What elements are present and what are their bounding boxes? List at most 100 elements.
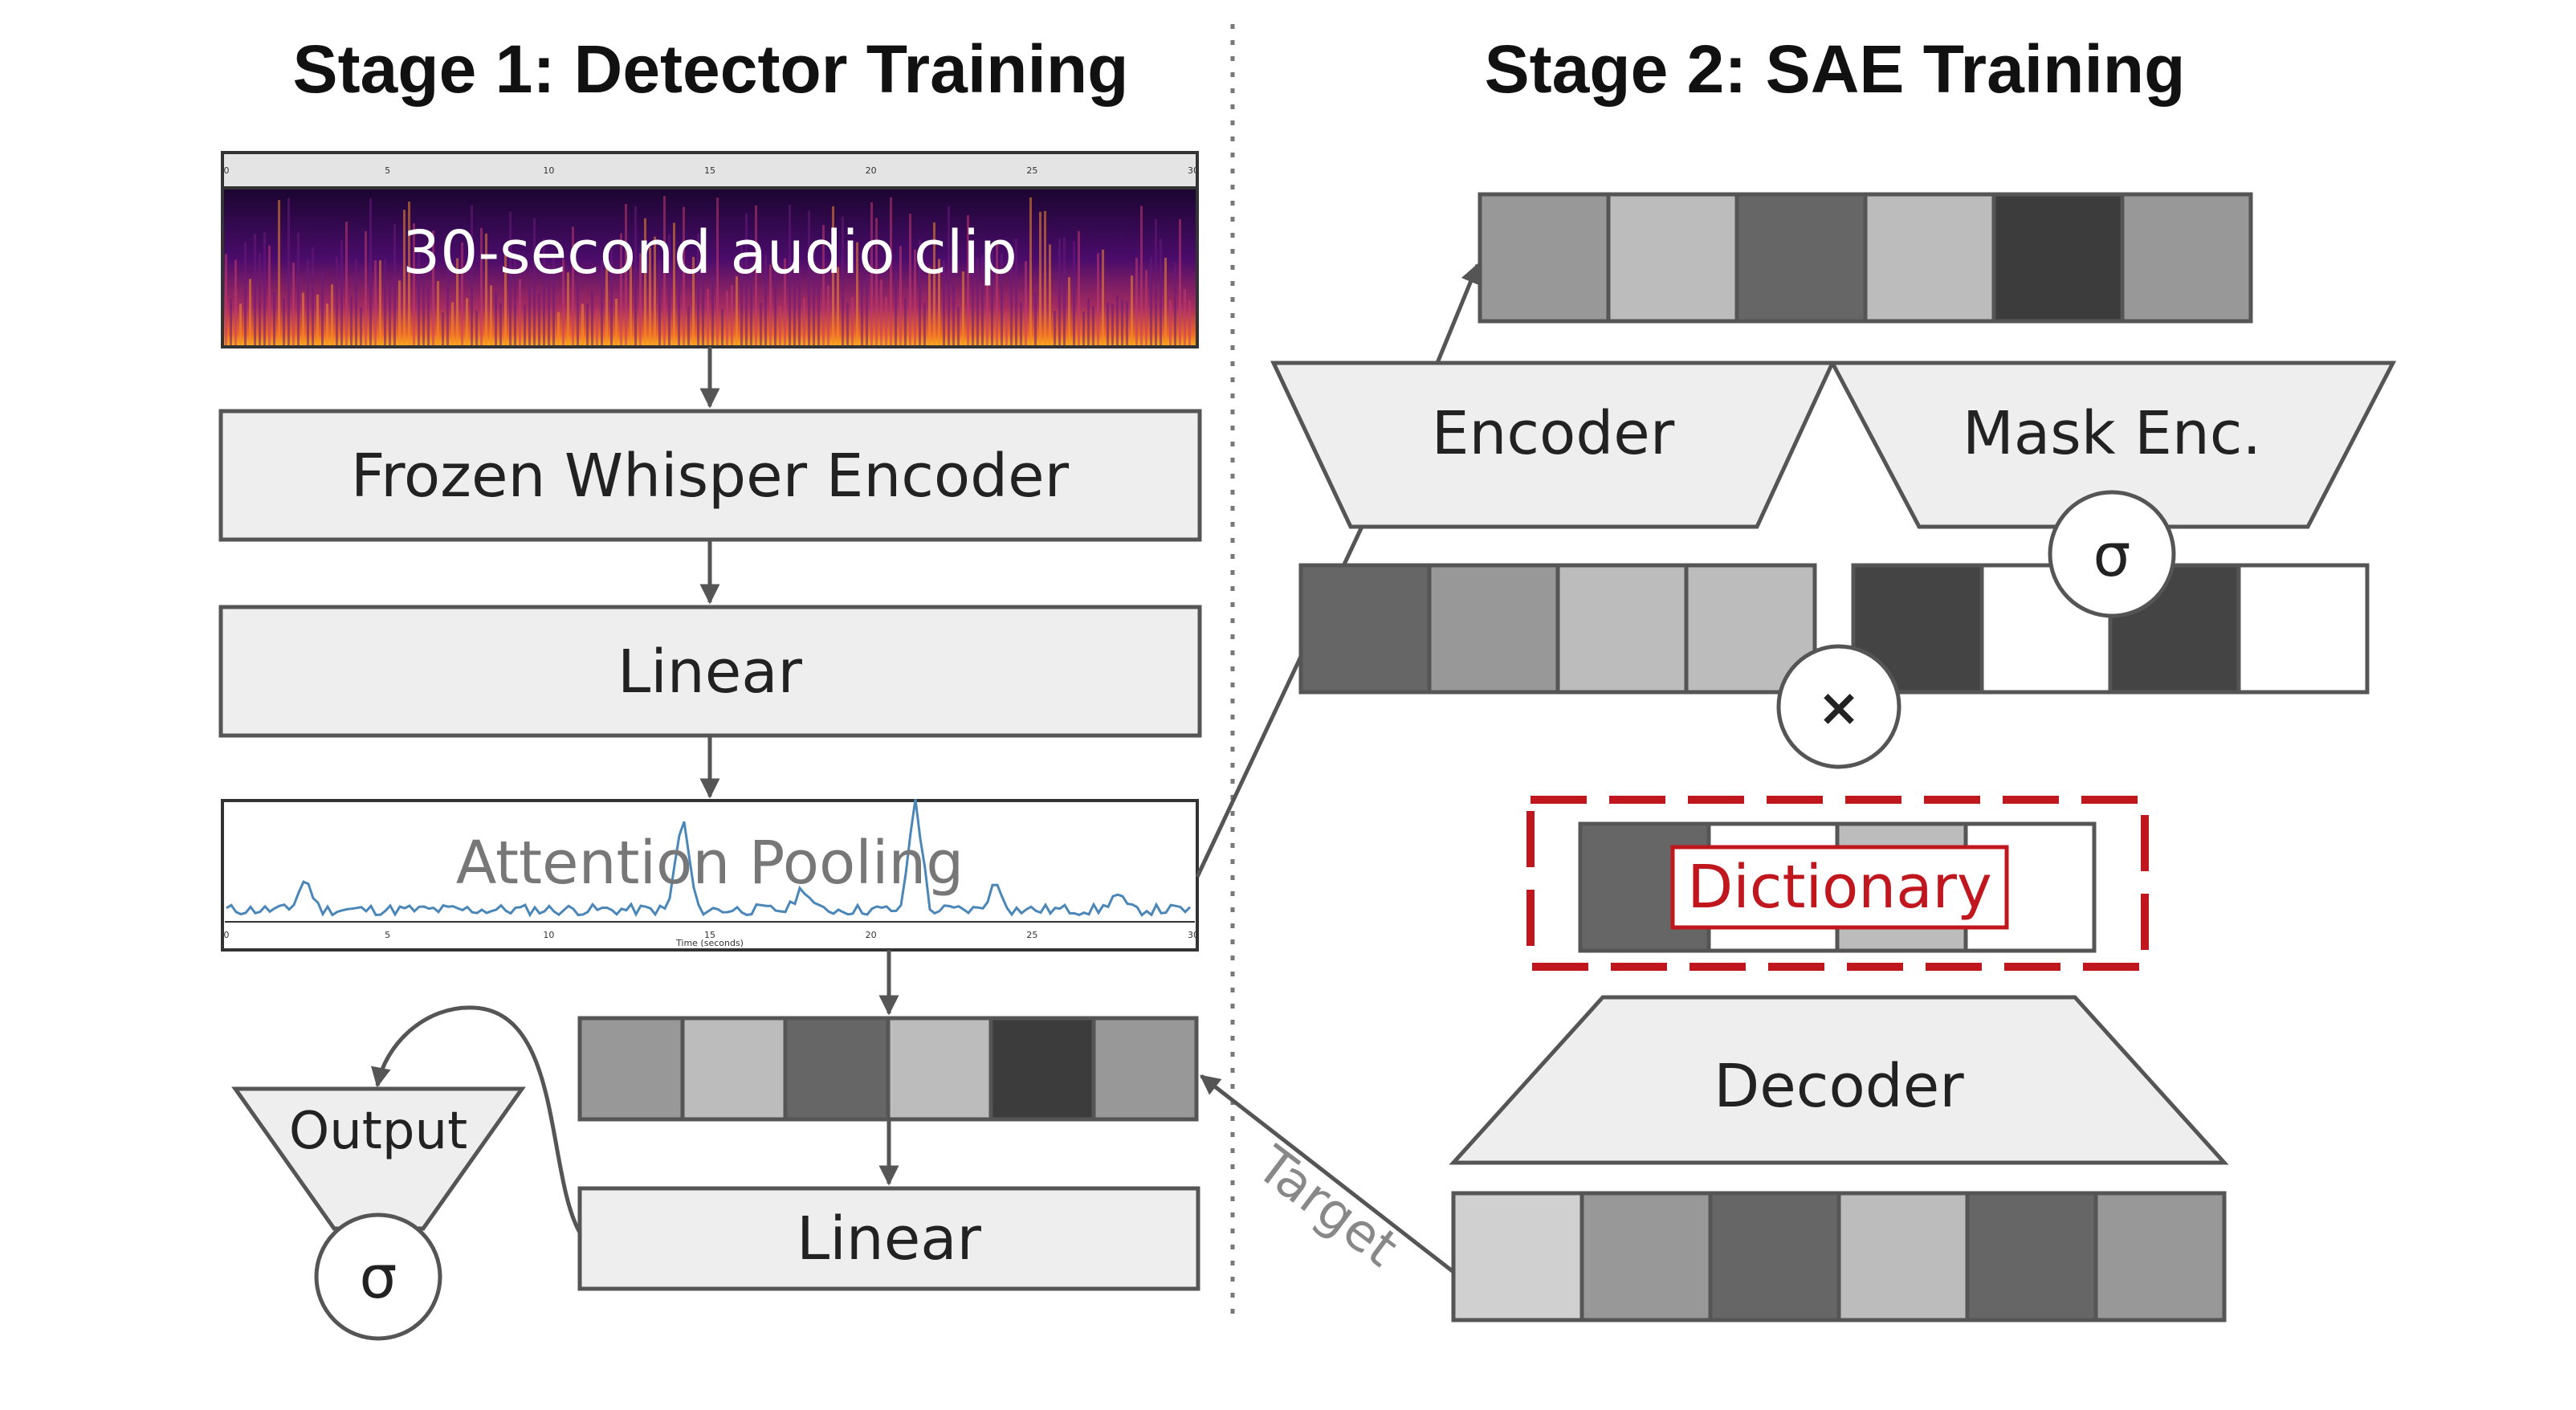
spectrogram-band xyxy=(466,298,468,345)
spectrogram-band xyxy=(278,200,280,345)
spectrogram-band xyxy=(1164,257,1167,345)
spectrogram-band xyxy=(856,242,858,345)
spectrogram-band xyxy=(1102,249,1104,345)
spectrogram-band xyxy=(1010,258,1013,345)
spectrogram-band xyxy=(577,280,579,345)
stage1-title: Stage 1: Detector Training xyxy=(293,31,1129,107)
spectrogram-band xyxy=(793,264,796,345)
spectrogram-band xyxy=(933,222,935,345)
sae-encoder-label: Encoder xyxy=(1432,399,1675,468)
spectrogram-band xyxy=(870,202,873,345)
spectrogram-band xyxy=(345,222,348,345)
spectrogram-band xyxy=(846,303,849,345)
stage2-title: Stage 2: SAE Training xyxy=(1485,31,2186,107)
spectrogram-band xyxy=(779,305,781,345)
spectrogram-band xyxy=(692,256,695,345)
audio-clip-label: 30-second audio clip xyxy=(402,218,1017,287)
spectrogram-band xyxy=(533,218,536,345)
spectrogram-band xyxy=(784,258,786,345)
spectrogram-band xyxy=(369,198,372,345)
spectrogram-band xyxy=(827,285,829,345)
spectrogram-band xyxy=(1049,244,1051,345)
spectrogram-band xyxy=(673,222,675,345)
spectrogram-band xyxy=(393,223,396,345)
spectrogram-band xyxy=(1179,218,1181,345)
spectrogram-band xyxy=(938,259,940,345)
spectrogram-band xyxy=(1015,238,1017,345)
sae-decoder-trapezoid xyxy=(1449,995,2229,1165)
spectrogram-band xyxy=(615,298,618,345)
spectrogram-band xyxy=(1150,257,1152,345)
spectrogram-band xyxy=(750,271,752,345)
spectrogram-band xyxy=(817,271,820,345)
spectrogram-band xyxy=(948,206,950,345)
output-sigma-circle xyxy=(314,1212,442,1341)
spectrogram-band xyxy=(813,248,815,345)
sae-latent-cell-6 xyxy=(2120,192,2253,324)
spectrogram-band xyxy=(764,255,767,345)
spectrogram-band xyxy=(427,287,430,345)
spectrogram-band xyxy=(1155,218,1157,345)
spectrogram-band xyxy=(321,271,324,345)
spectrogram-band xyxy=(914,249,916,345)
spectrogram-band xyxy=(687,307,690,345)
spectrogram-band xyxy=(302,292,304,345)
spectrogram-band xyxy=(316,294,319,345)
spectrogram-band xyxy=(552,255,555,345)
spectrogram-band xyxy=(707,288,709,345)
spectrogram-band xyxy=(952,283,955,345)
spectrogram-band xyxy=(446,242,449,345)
spectrogram-band xyxy=(1097,253,1099,345)
spectrogram-band xyxy=(350,296,353,345)
spectrogram-band xyxy=(943,259,945,345)
spectrogram-band xyxy=(1121,300,1123,345)
pooling-tick-30: 30 xyxy=(1188,930,1199,940)
spectrogram-band xyxy=(509,211,512,345)
spectrogram-band xyxy=(740,241,743,345)
spectrogram-band xyxy=(909,214,911,345)
sae-latent-cell-2 xyxy=(1606,192,1739,324)
spectrogram-band xyxy=(683,206,685,345)
mask-encoder-trapezoid xyxy=(1828,361,2397,529)
linear2-label: Linear xyxy=(797,1204,982,1273)
pooling-tick-25: 25 xyxy=(1026,930,1037,940)
spectrogram-band xyxy=(504,248,507,345)
sae-latent-cell-3 xyxy=(1734,192,1868,324)
spectrogram-band xyxy=(861,279,863,345)
spectrogram-band xyxy=(822,225,825,345)
target-cell-4 xyxy=(1836,1191,1970,1322)
spectrogram-band xyxy=(548,264,550,345)
sae-latent-row xyxy=(1478,192,2253,324)
spectrogram-band xyxy=(755,205,757,345)
spectrogram-band xyxy=(1140,206,1143,345)
spectrogram-band xyxy=(326,304,328,345)
spectrogram-band xyxy=(273,291,275,345)
spectrogram-band xyxy=(355,259,357,345)
audio-tick-0: 0 xyxy=(224,165,230,176)
spectrogram-band xyxy=(379,260,381,345)
spectrogram-band xyxy=(875,218,878,345)
multiply-circle xyxy=(1776,644,1901,769)
spectrogram-band xyxy=(745,213,748,345)
spectrogram-band xyxy=(895,272,897,345)
whisper-encoder-label: Frozen Whisper Encoder xyxy=(351,442,1070,511)
spectrogram-band xyxy=(668,234,670,345)
spectrogram-band xyxy=(837,267,839,345)
spectrogram-band xyxy=(639,253,642,345)
spectrogram-band xyxy=(572,226,574,345)
spectrogram-band xyxy=(442,312,444,345)
spectrogram-band xyxy=(1111,303,1114,345)
spectrogram-band xyxy=(1087,298,1090,345)
spectrogram-band xyxy=(490,285,492,345)
spectrogram-band xyxy=(899,246,902,345)
spectrogram-band xyxy=(1073,241,1075,345)
pooling-tick-20: 20 xyxy=(866,930,877,940)
linear1-box xyxy=(218,605,1202,738)
spectrogram-band xyxy=(1184,288,1186,345)
embedding-cell-6 xyxy=(1091,1016,1199,1122)
spectrogram-band xyxy=(485,233,487,345)
spectrogram-band xyxy=(1025,261,1027,345)
spectrogram-band xyxy=(610,249,613,345)
spectrogram-band xyxy=(620,233,622,345)
